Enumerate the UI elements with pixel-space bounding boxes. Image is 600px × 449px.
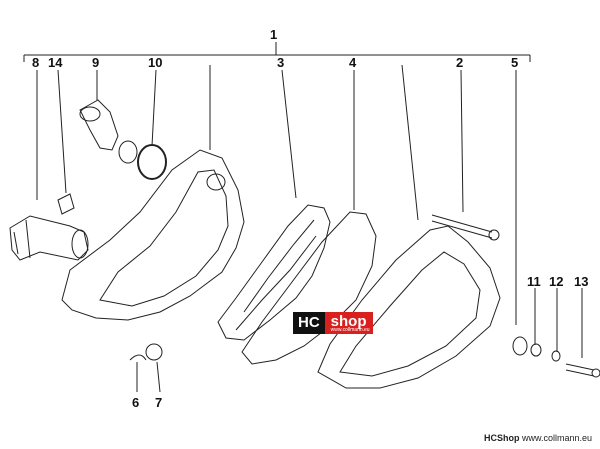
callout-2: 2 (456, 55, 464, 70)
callout-6: 6 (132, 395, 140, 410)
callout-13: 13 (574, 274, 589, 289)
footer-brand: HCShop (483, 433, 520, 443)
callout-7: 7 (155, 395, 163, 410)
callout-4: 4 (349, 55, 357, 70)
hcshop-logo: HC shop www.collmann.eu (293, 312, 373, 334)
footer-url: www.collmann.eu (521, 433, 592, 443)
callout-1: 1 (270, 27, 278, 42)
footer-credit: HCShop www.collmann.eu (484, 433, 592, 443)
callout-9: 9 (92, 55, 100, 70)
logo-url: www.collmann.eu (330, 327, 370, 333)
callout-5: 5 (511, 55, 519, 70)
logo-shop: shop www.collmann.eu (324, 312, 373, 334)
callout-10: 10 (148, 55, 163, 70)
callout-3: 3 (277, 55, 285, 70)
logo-hc: HC (293, 312, 325, 334)
logo-shop-text: shop (330, 313, 367, 330)
callout-14: 14 (48, 55, 63, 70)
callout-12: 12 (549, 274, 564, 289)
callout-11: 11 (527, 274, 541, 289)
callout-8: 8 (32, 55, 40, 70)
